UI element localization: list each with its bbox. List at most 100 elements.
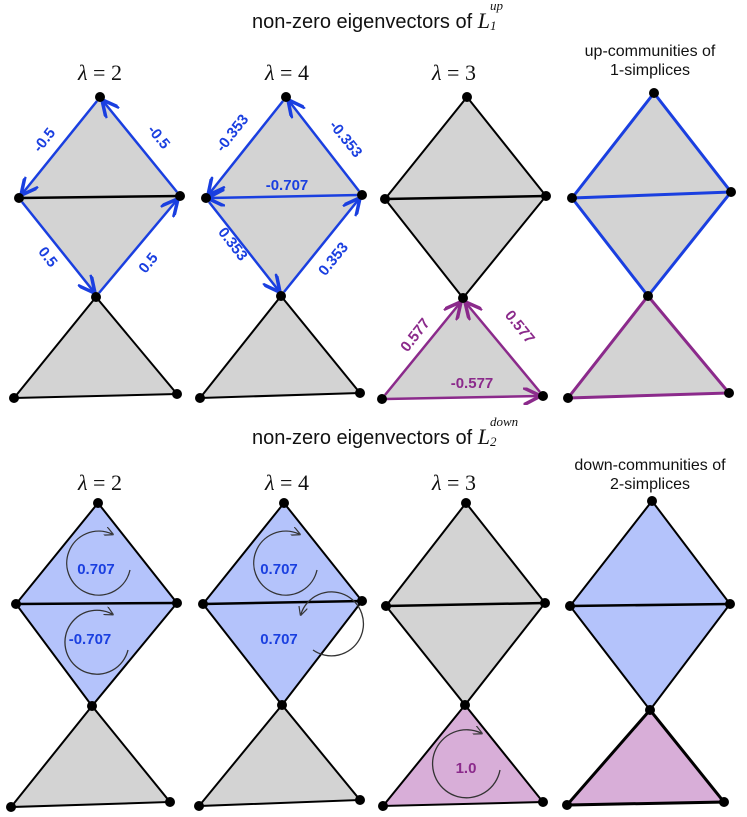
label-lower: -0.707 [69,631,112,648]
rotation-arrow [301,591,365,657]
lower-triangle [14,297,177,398]
vertex [567,193,577,203]
vertex [175,191,185,201]
arrow-left-top [209,100,284,194]
top-panel-3: 0.577 0.577 -0.577 [377,92,551,404]
edge-lower-base [199,392,361,399]
label-bottom-triangle: 1.0 [456,760,477,777]
lower-outline [8,704,173,809]
lambda-value: = 2 [87,60,122,85]
top-lambda-3: λ = 3 [432,60,476,86]
label-left-bottom: 0.5 [34,244,60,271]
vertex [645,705,655,715]
lower-triangle [567,710,724,805]
lower-triangle [568,296,729,398]
purple-community [564,293,733,400]
label-left-top: -0.5 [30,125,59,156]
vertex [461,498,471,508]
edge-middle [18,194,181,200]
edge-middle [15,601,178,606]
top-heading-symbol: L [477,8,490,33]
bottom-heading-sup: down [489,414,519,429]
lambda-value: = 3 [441,470,476,495]
down-communities-title: down-communities of 2-simplices [560,456,740,494]
lower-triangle [200,296,360,398]
arrow-right-top [289,101,360,192]
bottom-panel-4 [562,496,735,810]
lambda-symbol: λ [78,470,88,495]
lower-outline [380,703,546,808]
middle-triangle [206,195,362,296]
vertex [538,797,548,807]
lower-triangle [382,298,543,399]
vertex [460,700,470,710]
label-lower: 0.707 [260,631,298,648]
top-panel-4 [563,88,736,403]
rotation-arrow [66,531,131,596]
upper-triangle [570,501,730,606]
middle-triangle [570,604,730,710]
lambda-value: = 4 [274,60,309,85]
bottom-panel-3: 1.0 [378,498,550,811]
edge-lower-right [280,295,361,394]
lambda-symbol: λ [265,470,275,495]
vertex [381,601,391,611]
vertex [93,498,103,508]
vertex [725,599,735,609]
vertex [563,393,573,403]
vertex [462,92,472,102]
lambda-symbol: λ [432,60,442,85]
vertex [277,700,287,710]
community-title-line-2: 1-simplices [609,62,690,79]
rotation-arrow [64,610,129,675]
label-middle: -0.707 [266,177,309,194]
edge-lower-left [13,296,97,399]
arrow-right [466,303,541,393]
vertex [378,801,388,811]
top-heading-sup: up [489,0,503,13]
arrow-left [384,303,460,396]
vertex [165,797,175,807]
vertex [649,88,659,98]
lambda-symbol: λ [265,60,275,85]
vertex [14,193,24,203]
vertex [458,293,468,303]
edge-middle [202,599,363,606]
vertex [172,389,182,399]
arrow-right-bottom [98,200,177,294]
vertex [355,795,365,805]
lower-triangle [383,705,543,806]
edge-lower-left [199,295,282,399]
vertex [562,800,572,810]
vertex [11,599,21,609]
vertex [172,598,182,608]
vertex [9,393,19,403]
vertex [91,292,101,302]
edge-middle [384,194,547,201]
middle-triangle [16,603,177,706]
vertex [719,797,729,807]
top-heading-text: non-zero eigenvectors of [252,11,478,33]
vertex [87,701,97,711]
vertex [279,498,289,508]
middle-triangle [19,196,180,297]
top-lambda-1: λ = 2 [78,60,122,86]
bottom-heading-sub: 2 [489,434,497,449]
vertex [6,802,16,812]
middle-triangle [203,601,362,705]
lambda-value: = 2 [87,470,122,495]
vertex [95,92,105,102]
upper-triangle [386,503,545,606]
top-panel-2: -0.353 -0.353 -0.707 0.353 0.353 [195,92,367,403]
vertex [201,193,211,203]
lambda-symbol: λ [78,60,88,85]
arrow-left-bottom [208,201,279,291]
vertex [195,393,205,403]
upper-triangle [203,503,362,604]
vertex [198,599,208,609]
upper-triangle [206,97,362,198]
edge-lower-right [95,296,178,395]
lambda-value: = 3 [441,60,476,85]
